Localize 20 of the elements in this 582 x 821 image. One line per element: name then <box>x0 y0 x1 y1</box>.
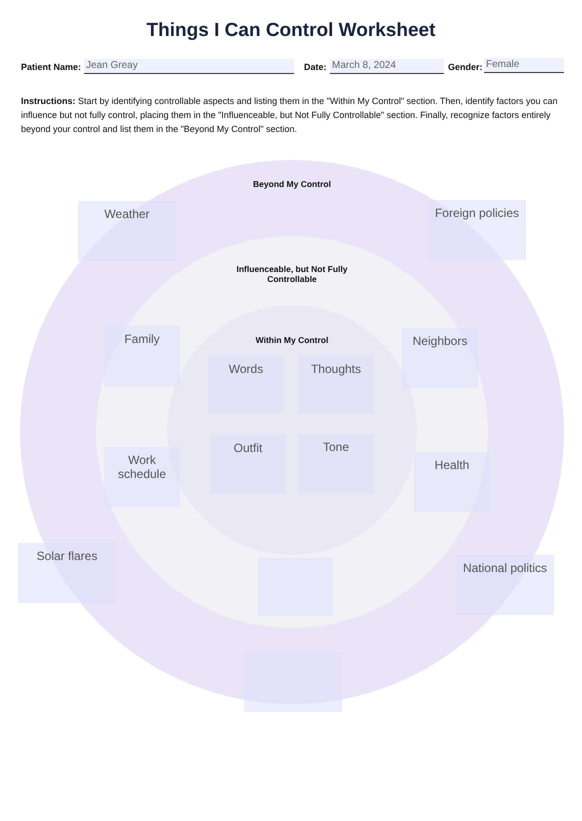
title: Things I Can Control Worksheet <box>146 20 436 42</box>
sticky-note: Words <box>208 356 284 414</box>
sticky-note: Neighbors <box>402 328 478 388</box>
sticky-note: Tone <box>298 434 374 493</box>
sticky-note: Health <box>414 452 490 512</box>
blank-note <box>244 652 342 712</box>
zone-heading: Beyond My Control <box>252 179 332 189</box>
input-field: Jean Greay <box>84 59 294 74</box>
instructions-text: Instructions: Start by identifying controllable aspects and listing them in the "Within My Control" section. Then, identify factors you can influence but not fully control, placing them in the "Influenceable, but Not Fully Controllable" section. Finally, recognize factors entirely beyond your control and list them in the "Beyond My Control" section. <box>21 95 558 136</box>
field-label: Gender: <box>448 62 483 72</box>
zone-heading: Influenceable, but Not Fully Controllable <box>236 264 348 284</box>
input-field: March 8, 2024 <box>330 59 444 74</box>
zone-heading: Within My Control <box>254 335 330 345</box>
sticky-note: Outfit <box>210 435 286 494</box>
sticky-note: Family <box>104 326 180 386</box>
sticky-note: Work schedule <box>104 447 180 507</box>
sticky-note: Thoughts <box>298 356 374 414</box>
input-field: Female <box>484 58 564 73</box>
field-label: Date: <box>304 62 327 72</box>
field-label: Patient Name: <box>21 62 82 72</box>
